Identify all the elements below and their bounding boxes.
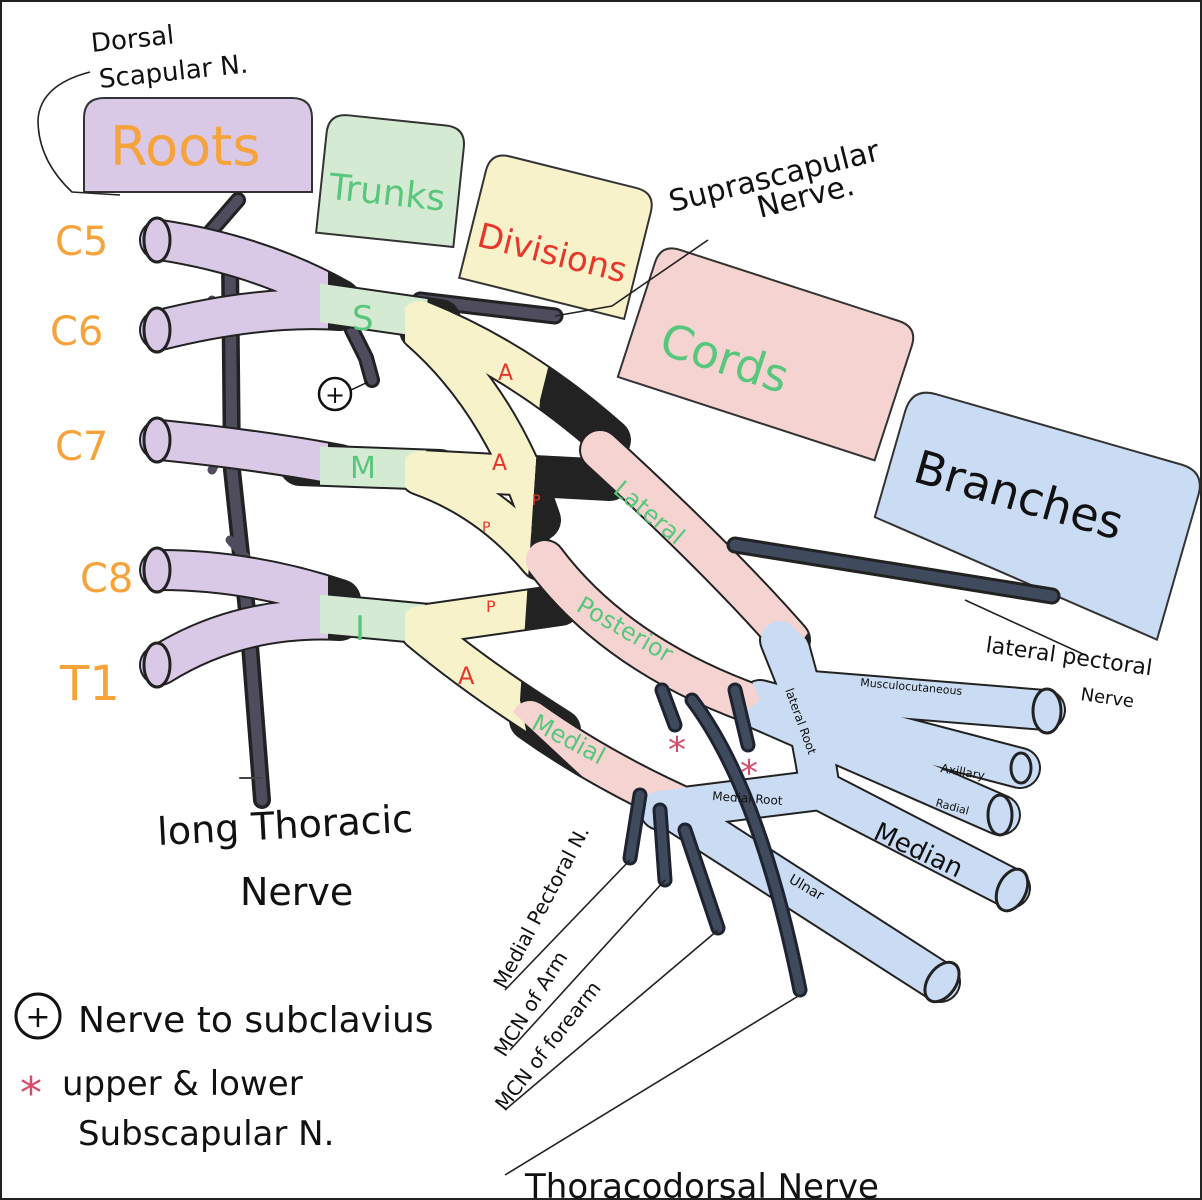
header-cords: Cords: [616, 247, 915, 462]
header-tabs: Roots Trunks Divisions Cords Branches: [83, 97, 1201, 641]
root-label-t1: T1: [59, 656, 120, 712]
trunk-label-middle: M: [350, 451, 376, 486]
leader-lines: [37, 71, 1086, 1176]
root-label-c8: C8: [80, 556, 133, 602]
division-a1: A: [498, 361, 513, 386]
trunk-label-superior: S: [352, 299, 374, 339]
branch-label-medial-root: Medial Root: [712, 789, 783, 808]
legend-subclavius-text: Nerve to subclavius: [78, 1000, 434, 1041]
division-labels: A A P P P A: [458, 361, 540, 690]
long-thoracic-line2: Nerve: [240, 870, 353, 914]
legend-star-symbol: *: [20, 1068, 42, 1119]
header-divisions: Divisions: [458, 154, 653, 321]
legend-plus-symbol: +: [25, 1000, 50, 1035]
legend-plus-circle: [14, 992, 62, 1040]
subclavius-plus: +: [325, 381, 345, 409]
long-thoracic-nerve: [207, 251, 271, 809]
lateral-pectoral-line1: lateral pectoral: [984, 633, 1154, 681]
legend-subscapular-line1: upper & lower: [62, 1064, 303, 1104]
star-upper-subscapular: *: [668, 730, 686, 771]
subclavius-marker: +: [317, 376, 369, 412]
branch-caps: [923, 687, 1063, 1004]
medial-cord-branches: [622, 787, 726, 936]
division-a2: A: [492, 451, 507, 476]
long-thoracic-line1: long Thoracic: [156, 797, 414, 854]
header-roots: Roots: [83, 97, 313, 193]
division-p2: P: [482, 520, 490, 536]
trunk-label-inferior: I: [355, 609, 365, 649]
lateral-pectoral-line2: Nerve: [1079, 684, 1135, 712]
dorsal-scapular-line2: Scapular N.: [98, 49, 250, 94]
division-p3: P: [486, 597, 496, 616]
star-lower-subscapular: *: [740, 753, 758, 794]
legend-subscapular-line2: Subscapular N.: [78, 1114, 334, 1154]
division-a3: A: [458, 662, 475, 690]
root-label-c7: C7: [55, 424, 108, 470]
header-roots-label: Roots: [110, 115, 260, 178]
root-label-c6: C6: [50, 309, 103, 355]
dorsal-scapular-line1: Dorsal: [90, 20, 176, 59]
subscapular-nerves: [654, 682, 808, 998]
root-label-c5: C5: [55, 219, 108, 265]
division-p1: P: [532, 493, 540, 509]
root-labels: C5 C6 C7 C8 T1: [50, 219, 133, 712]
thoracodorsal-label: Thoracodorsal Nerve: [524, 1167, 879, 1200]
legend: + Nerve to subclavius * upper & lower Su…: [14, 992, 434, 1154]
header-branches: Branches: [873, 391, 1201, 641]
header-trunks: Trunks: [315, 114, 465, 249]
trunk-labels: S M I: [350, 299, 376, 649]
divisions-layer: [405, 301, 629, 749]
dorsal-scapular-bracket: [37, 71, 121, 196]
root-caps: [142, 216, 172, 689]
